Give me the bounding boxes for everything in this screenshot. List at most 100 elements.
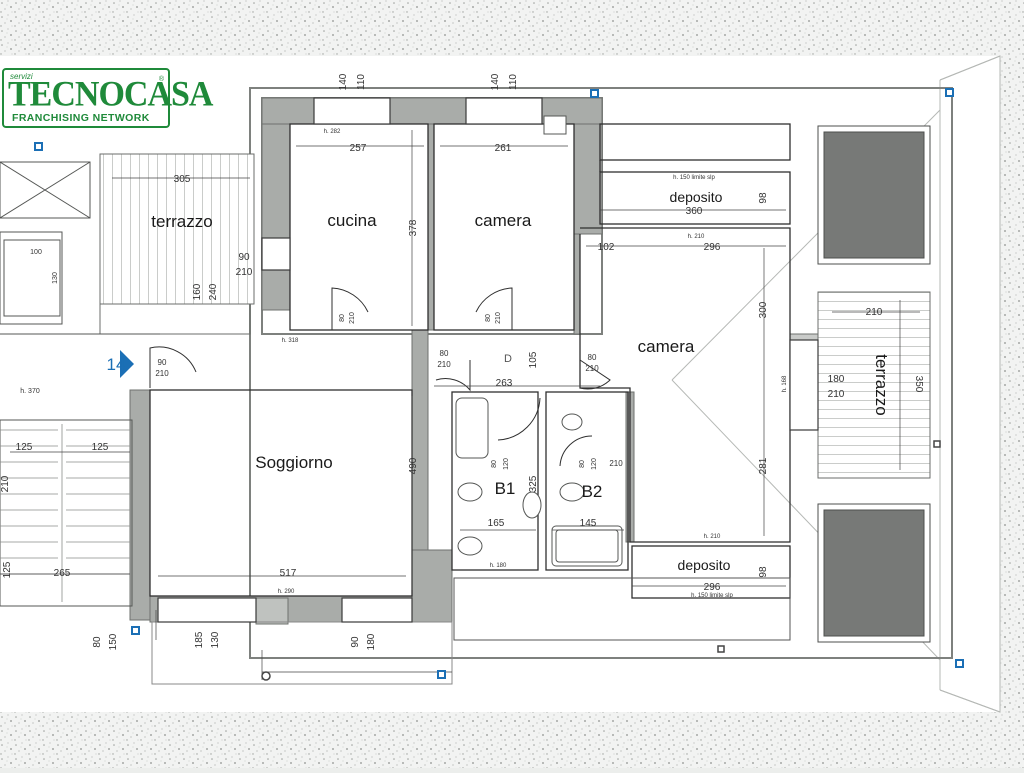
terrazzo-1-floor bbox=[99, 153, 255, 305]
dim-label: 102 bbox=[598, 242, 615, 253]
dim-label: h. 180 bbox=[490, 563, 507, 569]
dim-label: 210 bbox=[236, 267, 253, 278]
dim-label: 125 bbox=[92, 442, 109, 453]
dim-label: 98 bbox=[758, 192, 769, 204]
dim-label: 261 bbox=[495, 143, 512, 154]
dimension-lines bbox=[0, 130, 920, 680]
dim-label: 240 bbox=[208, 283, 219, 300]
doors bbox=[149, 287, 611, 467]
dim-label: 185 bbox=[194, 631, 205, 648]
dim-label: 80 bbox=[440, 349, 449, 358]
dim-label: 296 bbox=[704, 582, 721, 593]
dim-label: 265 bbox=[54, 568, 71, 579]
dim-label: 140 bbox=[338, 73, 349, 90]
room-label-camera: camera bbox=[475, 211, 532, 230]
dim-label: 300 bbox=[758, 301, 769, 318]
dim-label: 80 bbox=[485, 314, 492, 322]
logo-registered-mark: ® bbox=[158, 76, 164, 83]
dim-label: 281 bbox=[758, 457, 769, 474]
dim-label: 165 bbox=[488, 518, 505, 529]
room-label-camera-2: camera bbox=[638, 337, 695, 356]
dim-label: 140 bbox=[490, 73, 501, 90]
dim-label: 120 bbox=[591, 458, 598, 470]
dim-label: 80 bbox=[579, 460, 586, 468]
dim-label: h. 318 bbox=[282, 338, 299, 344]
dim-label: 90 bbox=[238, 252, 250, 263]
dim-label: h. 290 bbox=[278, 589, 295, 595]
dim-label: 125 bbox=[16, 442, 33, 453]
stair-core bbox=[0, 161, 160, 607]
dim-label: 210 bbox=[495, 312, 502, 324]
dim-label: 210 bbox=[437, 360, 451, 369]
dim-label: 145 bbox=[580, 518, 597, 529]
room-label-deposito: deposito bbox=[670, 189, 723, 205]
dim-label: 130 bbox=[52, 272, 59, 284]
dim-label: h. 210 bbox=[704, 534, 721, 540]
dim-label: h. 210 bbox=[688, 234, 705, 240]
dim-label: 210 bbox=[349, 312, 356, 324]
room-label-terrazzo-2: terrazzo bbox=[872, 354, 891, 415]
dim-label: h. 282 bbox=[324, 129, 341, 135]
dim-label: 210 bbox=[609, 459, 623, 468]
room-label-b2: B2 bbox=[582, 482, 603, 501]
dim-label: 98 bbox=[758, 566, 769, 578]
room-label-terrazzo: terrazzo bbox=[151, 212, 212, 231]
dim-label: 325 bbox=[528, 475, 539, 492]
dim-label: 80 bbox=[339, 314, 346, 322]
dim-label: 350 bbox=[913, 376, 924, 393]
dim-label: 296 bbox=[704, 242, 721, 253]
unit-number-label: 14 bbox=[107, 355, 126, 374]
dim-label: 210 bbox=[828, 389, 845, 400]
logo-network-text: FRANCHISING NETWORK bbox=[12, 112, 150, 124]
dim-label: 210 bbox=[0, 475, 11, 492]
unit-marker-arrow bbox=[120, 350, 134, 378]
dim-label: 160 bbox=[192, 283, 203, 300]
dim-label: h. 370 bbox=[20, 388, 40, 395]
dim-label: 105 bbox=[528, 351, 539, 368]
dim-label: 210 bbox=[155, 369, 169, 378]
dim-label: 125 bbox=[2, 561, 13, 578]
windows bbox=[157, 97, 819, 623]
room-label-cucina: cucina bbox=[327, 211, 377, 230]
dim-label: 90 bbox=[158, 358, 167, 367]
dim-label: 110 bbox=[356, 74, 367, 90]
dim-label: h. 150 limite slp bbox=[673, 175, 715, 181]
dim-label: 80 bbox=[491, 460, 498, 468]
drain-markers bbox=[261, 440, 941, 681]
column-markers bbox=[34, 88, 964, 679]
dim-label: 257 bbox=[350, 143, 367, 154]
dim-label: 80 bbox=[588, 353, 597, 362]
dim-label: 130 bbox=[210, 631, 221, 648]
light-wells bbox=[817, 125, 931, 643]
dim-label: 210 bbox=[585, 364, 599, 373]
dim-label: 305 bbox=[174, 174, 191, 185]
room-outlines bbox=[149, 123, 791, 685]
room-label-soggiorno: Soggiorno bbox=[255, 453, 333, 472]
dim-label: 110 bbox=[508, 74, 519, 90]
dim-label: 490 bbox=[408, 457, 419, 474]
dim-label: 80 bbox=[92, 636, 103, 648]
dim-label: 517 bbox=[280, 568, 297, 579]
dim-label: 150 bbox=[108, 633, 119, 650]
terrazzo-2-floor bbox=[817, 291, 931, 479]
logo-wordmark: TECNOCASA bbox=[8, 75, 213, 114]
dim-label: 263 bbox=[496, 378, 513, 389]
dim-label: h. 168 bbox=[782, 375, 788, 392]
dim-label: 180 bbox=[366, 633, 377, 650]
dim-label: h. 150 limite slp bbox=[691, 593, 733, 599]
bathroom-fixtures bbox=[455, 115, 623, 567]
dim-label: 100 bbox=[30, 249, 42, 256]
dim-label: 180 bbox=[828, 374, 845, 385]
dim-label: 210 bbox=[866, 307, 883, 318]
room-label-deposito-2: deposito bbox=[678, 557, 731, 573]
logo-tagline: servizi bbox=[10, 72, 33, 81]
room-label-disimpegno: D bbox=[504, 353, 512, 365]
dim-label: 360 bbox=[686, 206, 703, 217]
tecnocasa-logo: servizi TECNOCASA ® FRANCHISING NETWORK bbox=[2, 68, 213, 128]
dim-label: 90 bbox=[350, 636, 361, 648]
dim-label: 120 bbox=[503, 458, 510, 470]
dim-label: 378 bbox=[408, 219, 419, 236]
room-label-b1: B1 bbox=[495, 479, 516, 498]
